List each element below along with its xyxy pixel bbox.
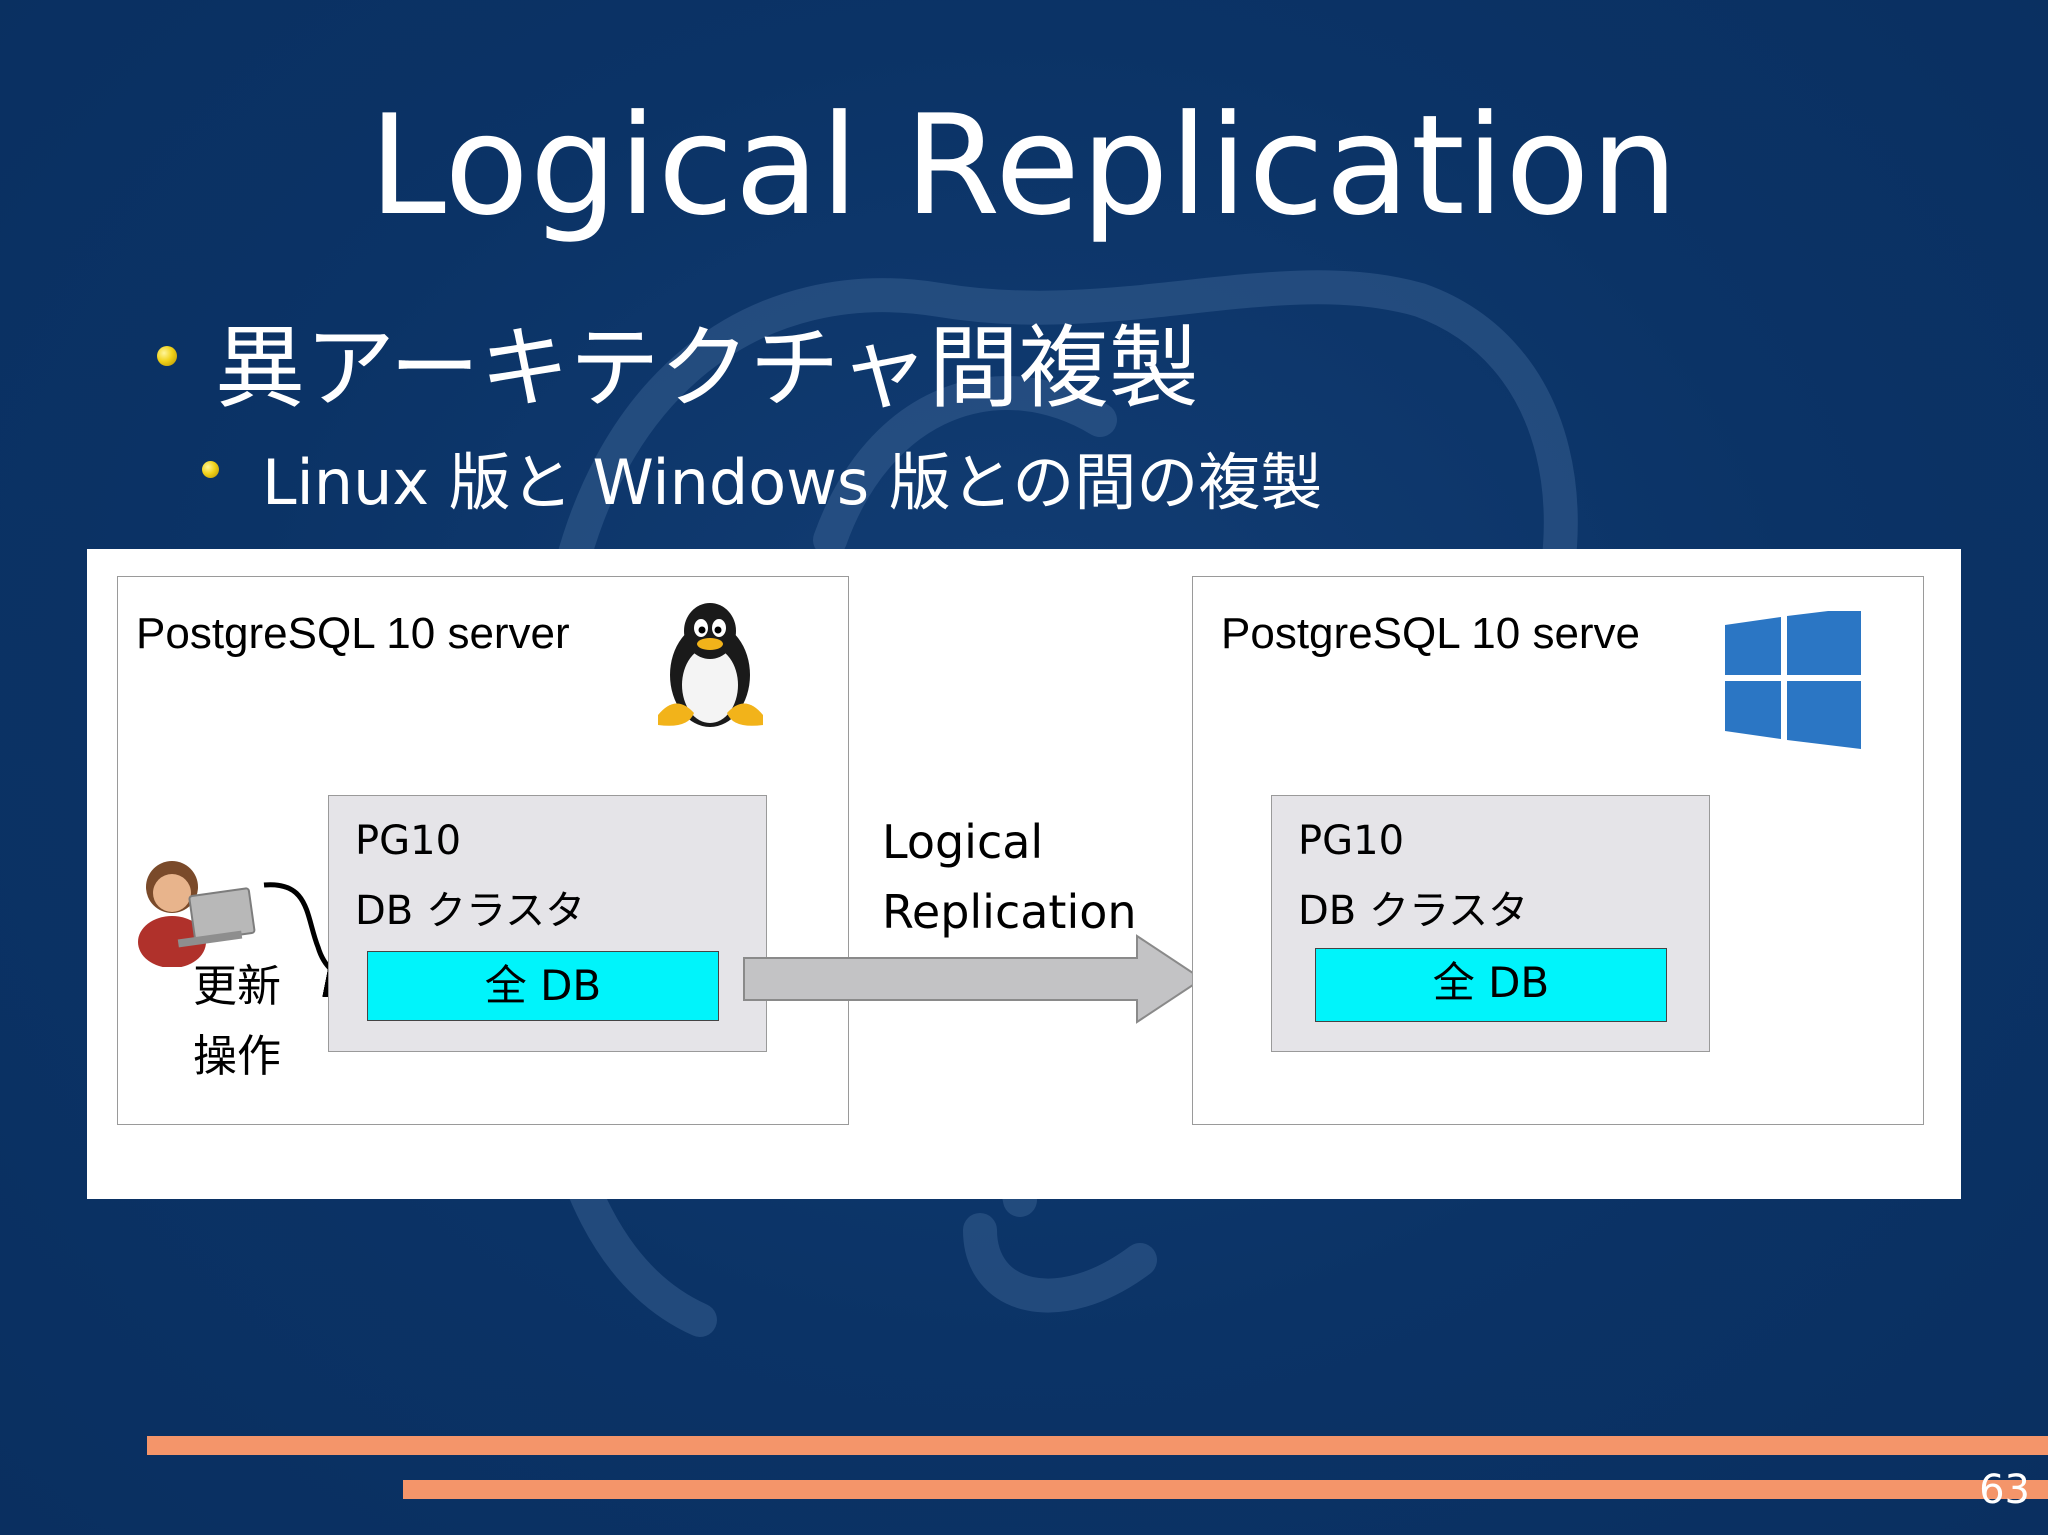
user-with-laptop-icon [138,861,256,967]
bullet-level1: 異アーキテクチャ間複製 [215,316,1199,421]
bullet-level2: Linux 版と Windows 版との間の複製 [262,446,1323,519]
windows-logo-icon [1725,611,1861,749]
target-cluster-box: PG10 DB クラスタ 全 DB [1271,795,1710,1052]
footer-stripe-upper [147,1436,2048,1455]
operation-label: 更新 操作 [193,952,281,1092]
slide-title: Logical Replication [368,85,1680,246]
source-server-box: PostgreSQL 10 server [117,576,849,1125]
source-db-box: 全 DB [367,951,719,1021]
bullet-dot-icon [202,461,219,478]
operation-line1: 更新 [193,961,281,1012]
diagram-panel: PostgreSQL 10 server [87,549,1961,1199]
target-db-box: 全 DB [1315,948,1667,1022]
replication-arrow-icon [743,934,1204,1024]
target-server-label: PostgreSQL 10 serve [1221,609,1641,658]
bullet-dot-icon [157,346,177,366]
source-cluster-subtitle: DB クラスタ [355,888,586,934]
target-server-box: PostgreSQL 10 serve PG10 DB クラスタ 全 DB [1192,576,1924,1125]
source-cluster-title: PG10 [355,818,462,864]
replication-line1: Logical [882,815,1044,869]
footer-stripe-lower [403,1480,2048,1499]
linux-penguin-icon [658,603,763,727]
replication-label: Logical Replication [882,807,1137,947]
source-server-label: PostgreSQL 10 server [136,609,570,658]
operation-line2: 操作 [193,1031,281,1082]
target-cluster-title: PG10 [1298,818,1405,864]
target-cluster-subtitle: DB クラスタ [1298,888,1529,934]
page-number: 63 [1979,1467,2030,1513]
replication-line2: Replication [882,885,1137,939]
source-cluster-box: PG10 DB クラスタ 全 DB [328,795,767,1052]
